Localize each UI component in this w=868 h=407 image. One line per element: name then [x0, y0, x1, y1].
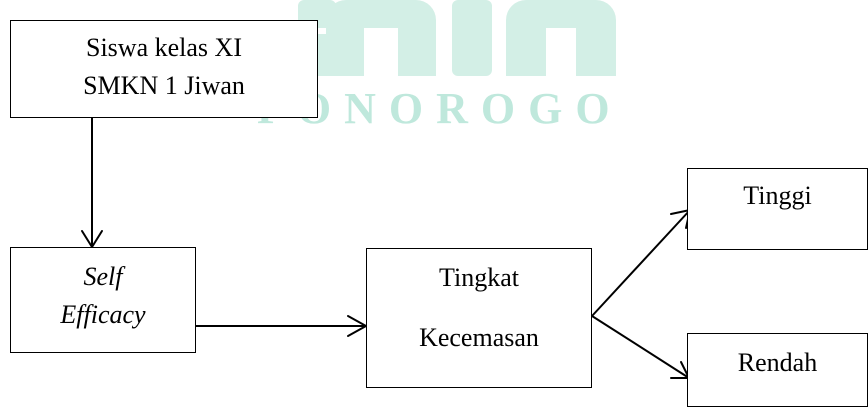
node-siswa-kelas-xi: Siswa kelas XI SMKN 1 Jiwan — [10, 20, 318, 118]
watermark-logo-n — [506, 0, 616, 76]
node-self-efficacy-line2: Efficacy — [60, 299, 146, 329]
node-tingkat-kecemasan: Tingkat Kecemasan — [366, 248, 592, 388]
node-siswa-line1: Siswa kelas XI — [86, 33, 242, 62]
node-rendah: Rendah — [687, 333, 868, 407]
node-self-efficacy-line1: Self — [83, 262, 123, 291]
watermark-logo-a — [326, 0, 436, 76]
arrow-tingkat-to-tinggi — [591, 209, 691, 317]
watermark-logo-i — [452, 0, 492, 76]
node-tinggi-label: Tinggi — [743, 181, 812, 210]
arrow-tingkat-to-rendah — [591, 315, 690, 379]
node-tingkat-line1: Tingkat — [439, 263, 519, 292]
node-self-efficacy: Self Efficacy — [10, 247, 196, 353]
node-siswa-line2: SMKN 1 Jiwan — [83, 70, 245, 100]
node-tingkat-line2: Kecemasan — [419, 322, 539, 352]
node-tinggi: Tinggi — [687, 168, 868, 250]
node-rendah-label: Rendah — [737, 348, 818, 377]
